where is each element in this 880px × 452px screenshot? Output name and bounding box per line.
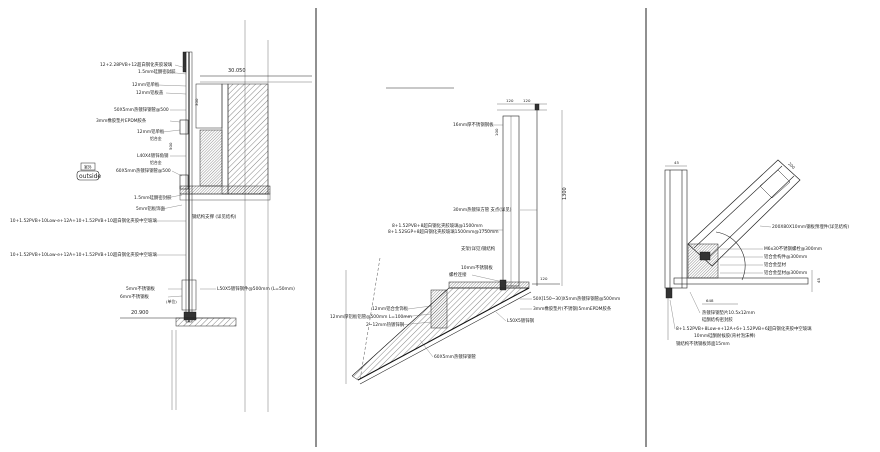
parapet-wall — [227, 83, 269, 195]
drawing-label: 200X80X10mm钢板预埋件(详见结构) — [772, 223, 849, 230]
drawing-label: 钢结构不锈钢板饰面15mm — [676, 340, 730, 347]
drawing-label: M6x30不锈钢螺栓@300mm — [764, 245, 822, 252]
drawing-label: 8+1.52PVB+8超白钢化夹胶玻璃@1500mm — [392, 222, 483, 229]
drawing-label: 铝合金型材@300mm — [764, 269, 807, 276]
drawing-label: 支架(详见)钢结构 — [461, 245, 496, 252]
panel-2-labels: 16mm厚不锈钢钢板 30mm热镀锌方管 支点(详见) 8+1.52PVB+8超… — [330, 121, 620, 360]
drawing-label: 钢结构支撑 (详见结构) — [192, 213, 237, 220]
dim-top-level: 30.050 — [228, 68, 246, 74]
drawing-label: 60X5mm热镀锌钢管@500 — [116, 167, 171, 174]
drawing-label: 6mm不锈钢板 — [120, 293, 150, 300]
drawing-label: 铝合金 — [150, 136, 162, 141]
drawing-label: 12mm铝单板 — [137, 128, 165, 135]
drawing-label: 200 — [787, 161, 796, 170]
drawing-label: 10+1.52PVB+10Low-e+12A+10+1.52PVB+10超白钢化… — [10, 251, 157, 258]
drawing-label: 500 — [168, 142, 173, 150]
drawing-label: outside — [79, 173, 101, 180]
drawing-label: 室外 — [84, 165, 92, 170]
drawing-label: 120 — [540, 276, 548, 281]
drawing-label: 5mm不锈钢板 — [126, 285, 156, 292]
drawing-label: 16mm厚不锈钢钢板 — [453, 121, 494, 128]
drawing-label: 螺栓连接 — [449, 271, 467, 278]
drawing-label: 硅酮结构密封胶 — [702, 316, 733, 323]
panel-3-corner-node: 45 200 45 648 200X80X10mm钢板预埋件(详见结构) M6x… — [664, 159, 849, 347]
node-block — [687, 243, 719, 279]
drawing-label: L50X5镀锌钢件@500mm (L=50mm) — [217, 285, 295, 292]
drawing-label: L50X5镀锌钢 — [507, 317, 535, 324]
drawing-label: 铝合金构件@300mm — [764, 253, 807, 260]
drawing-label: 120 — [506, 98, 514, 103]
drawing-label: L40X4镀锌角钢 — [137, 152, 169, 159]
drawing-label: 8+1.52PVB+8Low-e+12A+6+1.52PVB+6超白钢化夹胶中空… — [676, 325, 812, 332]
outside-badge: 室外 outside — [76, 162, 101, 181]
drawing-label: 50X5mm热镀锌钢管@500 — [114, 106, 169, 113]
drawing-label: 10mm不锈钢板 — [461, 264, 493, 271]
drawing-label: 12mm铝单板 — [132, 81, 160, 88]
drawing-label: 100 — [494, 128, 499, 136]
drawing-label: 300 — [194, 98, 199, 106]
drawing-label: 648 — [706, 298, 714, 303]
drawing-label: 60X5mm热镀锌钢管 — [434, 353, 477, 360]
drawing-label: 8+1.52SGP+8超白钢化夹胶玻璃1500mm@1750mm — [388, 228, 499, 235]
drawing-label: 1.5mm硅酮密封胶 — [138, 68, 176, 75]
panel-3-labels: 200X80X10mm钢板预埋件(详见结构) M6x30不锈钢螺栓@300mm … — [669, 223, 849, 347]
drawing-label: 铝合金型材 — [764, 261, 787, 268]
drawing-label: 铝合金 — [150, 160, 162, 165]
drawing-label: 45 — [816, 278, 821, 283]
drawing-label: 3mm橡胶垫片EPDM胶条 — [96, 117, 147, 124]
drawing-label: 50X[150~30]X5mm热镀锌钢管@500mm — [533, 295, 620, 302]
canopy-deck — [448, 281, 530, 289]
drawing-label: 1.5mm硅酮密封胶 — [134, 194, 172, 201]
drawing-label: 2~12mm热镀锌钢 — [366, 321, 405, 328]
drawing-label: (单位) — [166, 299, 177, 304]
panel-1-labels: 12+2.28PVB+12超白钢化夹胶玻璃 1.5mm硅酮密封胶 12mm铝单板… — [10, 61, 295, 304]
drawing-label: 12mm铝合金饰板 — [372, 305, 409, 312]
panel-2-canopy-section: 120 120 100 1300 120 16mm厚不锈钢钢板 30mm热镀锌方… — [330, 87, 620, 385]
drawing-label: 30mm热镀锌方管 支点(详见) — [453, 206, 512, 213]
panel-1-curtain-wall-section: 30.050 300 500 20.900 钢结构支撑 (详见结构) 室外 — [10, 20, 312, 412]
drawing-label: 12+2.28PVB+12超白钢化夹胶玻璃 — [100, 61, 173, 68]
drawing-label: 12mm铝板盖 — [136, 89, 164, 96]
drawing-label: 1300 — [562, 187, 568, 200]
drawing-label: 10mm硅酮耐候胶(背衬泡沫棒) — [694, 332, 756, 339]
drawing-label: 5mm铝板饰面 — [136, 205, 166, 212]
drawing-label: 热镀锌钢垫片10.5x12mm — [702, 309, 755, 316]
drawing-label: 120 — [523, 98, 531, 103]
drawing-label: 3mm橡胶垫片(不锈钢)5mmEPDM胶条 — [533, 305, 612, 312]
drawing-label: 10+1.52PVB+10Low-e+12A+10+1.52PVB+10超白钢化… — [10, 217, 157, 224]
drawing-label: 12mm厚铝板铝管@500mm L=100mm — [330, 313, 412, 320]
dim-bottom-level: 20.900 — [131, 310, 149, 316]
drawing-label: 45 — [674, 160, 679, 165]
